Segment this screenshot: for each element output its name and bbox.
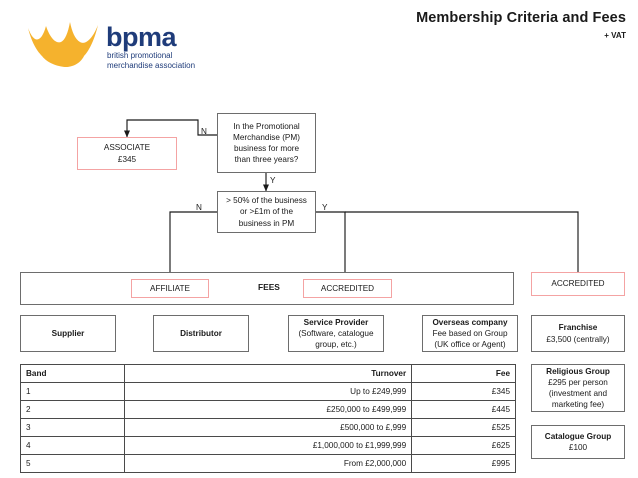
fee-band-table: Band Turnover Fee 1 Up to £249,999 £345 …: [20, 364, 516, 473]
title-block: Membership Criteria and Fees + VAT: [366, 10, 626, 40]
decision1-line-3: business for more: [233, 144, 300, 153]
cell-turnover: Up to £249,999: [123, 382, 413, 401]
svg-text:merchandise association: merchandise association: [107, 61, 195, 70]
affiliate-label: AFFILIATE: [150, 283, 190, 293]
decision2-line-2: or >£1m of the: [239, 207, 294, 217]
category-line-2: (UK office or Agent): [434, 340, 506, 350]
decision1-line-4: than three years?: [234, 155, 299, 165]
fees-band-label: FEES: [258, 282, 280, 292]
accredited-center-outcome-box: ACCREDITED: [303, 279, 392, 298]
cell-band: 2: [20, 400, 125, 419]
label-decision1-yes: Y: [270, 176, 276, 185]
side-box-title: Religious Group: [546, 366, 610, 376]
bpma-logo: bpma british promotional merchandise ass…: [22, 14, 207, 76]
table-row: 4 £1,000,000 to £1,999,999 £625: [20, 436, 516, 455]
cell-fee: £345: [411, 382, 516, 401]
accredited-right-label: ACCREDITED: [551, 279, 605, 289]
cell-band: 3: [20, 418, 125, 437]
svg-text:british promotional: british promotional: [107, 51, 173, 60]
cell-band: 5: [20, 454, 125, 473]
label-decision2-no: N: [196, 203, 202, 212]
table-header-row: Band Turnover Fee: [20, 364, 516, 383]
category-line-1: £3,500 (centrally): [546, 334, 610, 344]
cell-turnover: £1,000,000 to £1,999,999: [123, 436, 413, 455]
decision2-line-3: business in PM: [238, 218, 295, 228]
table-row: 1 Up to £249,999 £345: [20, 382, 516, 401]
table-row: 3 £500,000 to £,999 £525: [20, 418, 516, 437]
decision1-line-1: In the Promotional: [233, 121, 300, 131]
page-title: Membership Criteria and Fees: [416, 10, 626, 26]
side-box-title: Catalogue Group: [544, 431, 612, 441]
label-decision2-yes: Y: [322, 203, 328, 212]
category-box-franchise: Franchise £3,500 (centrally): [531, 315, 625, 352]
affiliate-outcome-box: AFFILIATE: [131, 279, 209, 298]
fees-band: [20, 272, 514, 305]
label-decision1-no: N: [201, 127, 207, 136]
category-title: Service Provider: [303, 317, 369, 327]
cell-fee: £445: [411, 400, 516, 419]
category-title: Overseas company: [432, 317, 508, 327]
table-row: 5 From £2,000,000 £995: [20, 454, 516, 473]
side-box-line-1: £100: [568, 443, 588, 452]
decision-box-turnover-threshold: > 50% of the business or >£1m of the bus…: [217, 191, 316, 233]
side-box-line-2: (investment and: [548, 389, 608, 398]
side-box-line-1: £295 per person: [548, 377, 608, 387]
cell-fee: £995: [411, 454, 516, 473]
cell-fee: £625: [411, 436, 516, 455]
cell-fee: £525: [411, 418, 516, 437]
category-box-supplier: Supplier: [20, 315, 116, 352]
vat-note: + VAT: [604, 31, 626, 40]
svg-text:bpma: bpma: [106, 22, 177, 52]
category-title: Supplier: [51, 328, 85, 338]
associate-fee: £345: [117, 154, 137, 164]
cell-band: 1: [20, 382, 125, 401]
category-line-1: Fee based on Group: [432, 328, 508, 338]
side-box-catalogue-group: Catalogue Group £100: [531, 425, 625, 459]
side-box-religious-group: Religious Group £295 per person (investm…: [531, 364, 625, 412]
table-row: 2 £250,000 to £499,999 £445: [20, 400, 516, 419]
accredited-right-outcome-box: ACCREDITED: [531, 272, 625, 296]
side-box-line-3: marketing fee): [551, 400, 605, 410]
accredited-center-label: ACCREDITED: [320, 283, 375, 293]
category-line-2: group, etc.): [315, 340, 357, 350]
cell-turnover: £500,000 to £,999: [123, 418, 413, 437]
decision2-line-1: > 50% of the business: [226, 196, 307, 206]
category-line-1: (Software, catalogue: [298, 328, 374, 338]
cell-turnover: From £2,000,000: [123, 454, 413, 473]
cell-turnover: £250,000 to £499,999: [123, 400, 413, 419]
decision-box-pm-experience: In the Promotional Merchandise (PM) busi…: [217, 113, 316, 173]
col-header-fee: Fee: [411, 364, 516, 383]
col-header-turnover: Turnover: [123, 364, 413, 383]
col-header-band: Band: [20, 364, 125, 383]
category-title: Franchise: [558, 323, 598, 333]
associate-outcome-box: ASSOCIATE £345: [77, 137, 177, 170]
category-title: Distributor: [180, 328, 222, 338]
associate-title: ASSOCIATE: [103, 143, 151, 153]
category-box-service-provider: Service Provider (Software, catalogue gr…: [288, 315, 384, 352]
decision1-line-2: Merchandise (PM): [233, 132, 300, 142]
cell-band: 4: [20, 436, 125, 455]
category-box-distributor: Distributor: [153, 315, 249, 352]
category-box-overseas-company: Overseas company Fee based on Group (UK …: [422, 315, 518, 352]
